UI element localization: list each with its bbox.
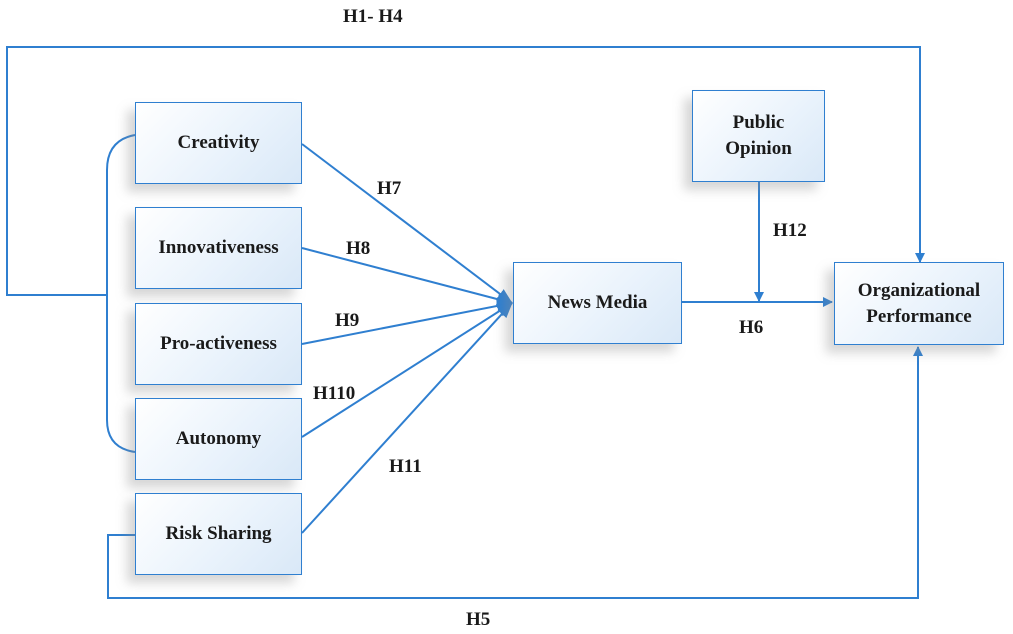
node-risk-sharing: Risk Sharing xyxy=(135,493,302,575)
h9-connector xyxy=(301,299,513,345)
label-h5: H5 xyxy=(466,609,491,630)
label-h7: H7 xyxy=(377,178,402,199)
node-innovativeness-label: Innovativeness xyxy=(158,237,279,259)
label-h11: H11 xyxy=(389,456,422,477)
node-autonomy: Autonomy xyxy=(135,398,302,480)
node-news-media-label: News Media xyxy=(547,292,648,314)
node-proactiveness: Pro-activeness xyxy=(135,303,302,385)
label-h12: H12 xyxy=(773,220,807,241)
node-creativity: Creativity xyxy=(135,102,302,184)
node-innovativeness: Innovativeness xyxy=(135,207,302,289)
node-public-opinion: Public Opinion xyxy=(692,90,825,182)
label-h8: H8 xyxy=(346,238,371,259)
h7-connector xyxy=(301,143,513,304)
h5-connector xyxy=(107,346,923,599)
node-organizational-performance: Organizational Performance xyxy=(834,262,1004,345)
node-org-performance-label-line1: Organizational xyxy=(857,279,981,301)
h11-connector xyxy=(301,302,513,534)
node-public-opinion-label-line1: Public xyxy=(732,112,785,134)
node-autonomy-label: Autonomy xyxy=(175,428,262,450)
label-h1-h4: H1- H4 xyxy=(343,6,403,27)
h8-connector xyxy=(301,247,513,306)
node-news-media: News Media xyxy=(513,262,682,344)
label-h9: H9 xyxy=(335,310,360,331)
node-public-opinion-label-line2: Opinion xyxy=(725,138,792,159)
label-h10: H110 xyxy=(313,383,356,404)
label-h6: H6 xyxy=(739,317,764,338)
node-risk-sharing-label: Risk Sharing xyxy=(165,523,272,545)
node-org-performance-label-line2: Performance xyxy=(866,305,972,327)
node-proactiveness-label: Pro-activeness xyxy=(160,333,277,355)
h10-connector xyxy=(301,302,513,438)
h1-h4-connector xyxy=(6,46,925,296)
construct-bracket xyxy=(106,134,136,453)
node-creativity-label: Creativity xyxy=(177,132,260,154)
